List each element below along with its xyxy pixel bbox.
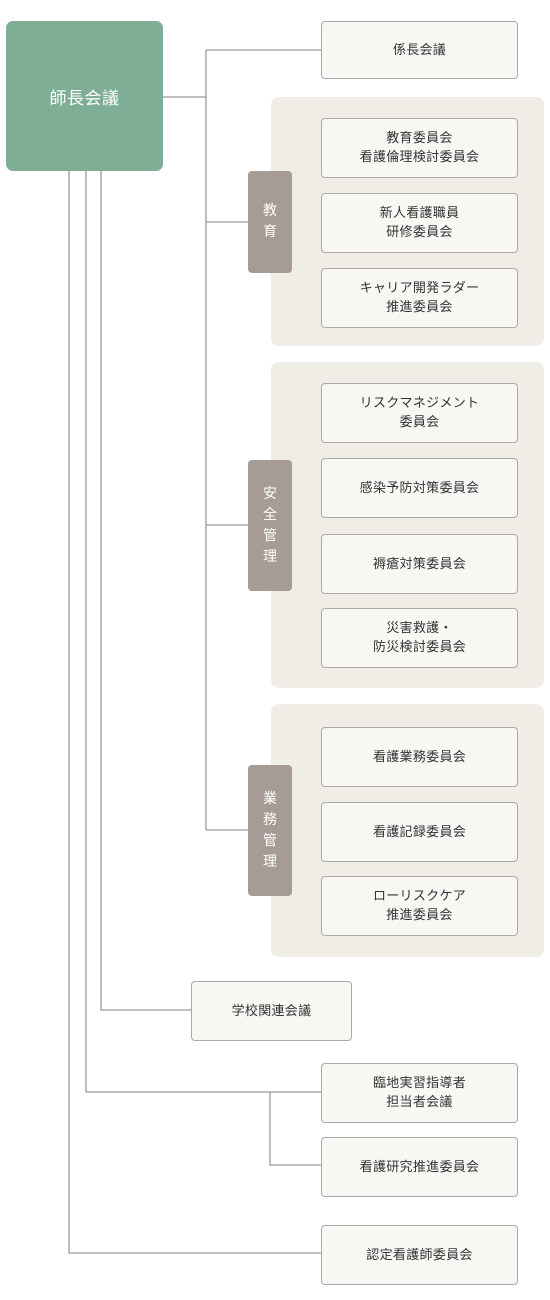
committee-box[interactable]: 褥瘡対策委員会 [321, 534, 518, 594]
committee-box[interactable]: 災害救護・ 防災検討委員会 [321, 608, 518, 668]
group-label-safety: 安 全 管 理 [248, 460, 292, 591]
committee-box[interactable]: 感染予防対策委員会 [321, 458, 518, 518]
certified-committee-box[interactable]: 認定看護師委員会 [321, 1225, 518, 1285]
school-meeting-label: 学校関連会議 [231, 1003, 312, 1019]
committee-box[interactable]: 看護業務委員会 [321, 727, 518, 787]
certified-committee-label: 認定看護師委員会 [366, 1247, 473, 1263]
committee-box[interactable]: ローリスクケア 推進委員会 [321, 876, 518, 936]
connector-school-meeting [100, 171, 191, 1011]
group-label-education: 教 育 [248, 171, 292, 273]
clinical-meeting-label: 臨地実習指導者 担当者会議 [372, 1076, 467, 1110]
top-committee-label: 係長会議 [392, 42, 447, 58]
committee-box[interactable]: リスクマネジメント 委員会 [321, 383, 518, 443]
root-node[interactable]: 師長会議 [6, 21, 163, 171]
committee-box[interactable]: 教育委員会 看護倫理検討委員会 [321, 118, 518, 178]
research-committee-box[interactable]: 看護研究推進委員会 [321, 1137, 518, 1197]
committee-box[interactable]: 新人看護職員 研修委員会 [321, 193, 518, 253]
research-committee-label: 看護研究推進委員会 [359, 1159, 480, 1175]
connector-certified-committee [68, 171, 321, 1254]
school-meeting-box[interactable]: 学校関連会議 [191, 981, 352, 1041]
root-label: 師長会議 [49, 88, 120, 109]
committee-box[interactable]: 看護記録委員会 [321, 802, 518, 862]
group-label-operations: 業 務 管 理 [248, 765, 292, 896]
clinical-meeting-box[interactable]: 臨地実習指導者 担当者会議 [321, 1063, 518, 1123]
connector-clinical-meeting [85, 171, 321, 1093]
top-committee-box[interactable]: 係長会議 [321, 21, 518, 79]
connector-research-committee [269, 1092, 321, 1166]
committee-box[interactable]: キャリア開発ラダー 推進委員会 [321, 268, 518, 328]
